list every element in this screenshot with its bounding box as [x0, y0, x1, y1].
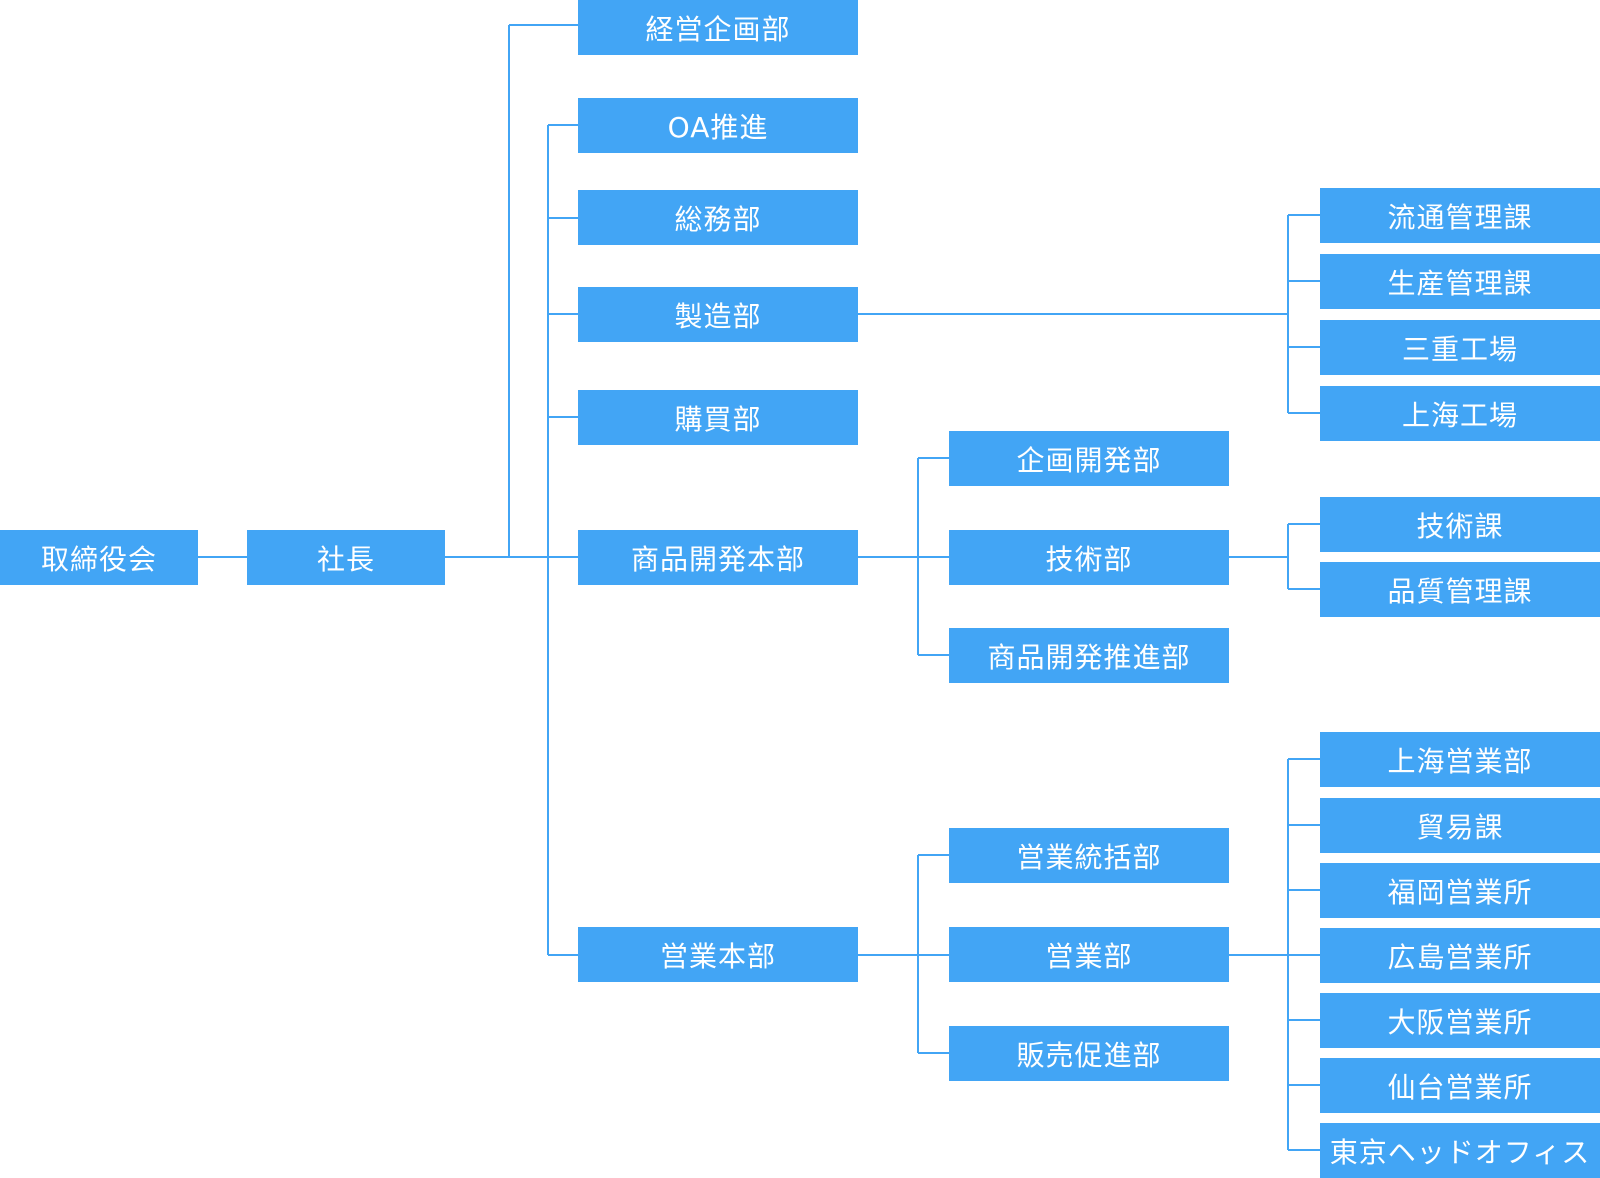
- sales-office-label: 上海営業部: [1387, 744, 1533, 778]
- sales-dept-label: 営業部: [1045, 939, 1133, 973]
- dept-oa-label: OA推進: [667, 110, 769, 144]
- sales-office-label: 大阪営業所: [1387, 1005, 1533, 1039]
- sales-office-box: 仙台営業所: [1320, 1058, 1600, 1113]
- dept-sales-hq-label: 営業本部: [659, 939, 776, 973]
- sales-office-label: 貿易課: [1416, 810, 1504, 844]
- sales-promotion-box: 販売促進部: [949, 1026, 1229, 1081]
- dept-general-affairs-label: 総務部: [674, 202, 762, 236]
- sales-promotion-label: 販売促進部: [1016, 1038, 1162, 1072]
- sales-office-label: 東京ヘッドオフィス: [1329, 1135, 1591, 1169]
- mfg-unit-label: 生産管理課: [1387, 266, 1533, 300]
- pd-planning-dev-label: 企画開発部: [1016, 443, 1162, 477]
- board-box: 取締役会: [0, 530, 198, 585]
- board-label: 取締役会: [40, 542, 157, 576]
- dept-purchasing-box: 購買部: [578, 390, 858, 445]
- pd-planning-dev-box: 企画開発部: [949, 431, 1229, 486]
- dept-general-affairs-box: 総務部: [578, 190, 858, 245]
- president-box: 社長: [247, 530, 445, 585]
- sales-office-label: 仙台営業所: [1387, 1070, 1533, 1104]
- mfg-unit-label: 三重工場: [1401, 332, 1518, 366]
- sales-office-label: 広島営業所: [1387, 940, 1533, 974]
- dept-product-dev-hq-box: 商品開発本部: [578, 530, 858, 585]
- sales-coordination-label: 営業統括部: [1016, 840, 1162, 874]
- sales-coordination-box: 営業統括部: [949, 828, 1229, 883]
- dept-manufacturing-box: 製造部: [578, 287, 858, 342]
- dept-planning-box: 経営企画部: [578, 0, 858, 55]
- sales-office-box: 東京ヘッドオフィス: [1320, 1123, 1600, 1178]
- dept-product-dev-hq-label: 商品開発本部: [630, 542, 805, 576]
- dept-planning-label: 経営企画部: [645, 12, 791, 46]
- tech-unit-label: 技術課: [1416, 509, 1504, 543]
- sales-office-box: 福岡営業所: [1320, 863, 1600, 918]
- tech-unit-box: 品質管理課: [1320, 562, 1600, 617]
- mfg-unit-label: 上海工場: [1401, 398, 1518, 432]
- mfg-unit-box: 流通管理課: [1320, 188, 1600, 243]
- pd-technical-box: 技術部: [949, 530, 1229, 585]
- sales-office-box: 貿易課: [1320, 798, 1600, 853]
- mfg-unit-box: 三重工場: [1320, 320, 1600, 375]
- sales-office-label: 福岡営業所: [1387, 875, 1533, 909]
- pd-promotion-box: 商品開発推進部: [949, 628, 1229, 683]
- mfg-unit-box: 生産管理課: [1320, 254, 1600, 309]
- dept-purchasing-label: 購買部: [674, 402, 762, 436]
- mfg-unit-label: 流通管理課: [1387, 200, 1533, 234]
- sales-office-box: 上海営業部: [1320, 732, 1600, 787]
- tech-unit-label: 品質管理課: [1387, 574, 1533, 608]
- dept-oa-box: OA推進: [578, 98, 858, 153]
- tech-unit-box: 技術課: [1320, 497, 1600, 552]
- president-label: 社長: [316, 542, 375, 576]
- sales-dept-box: 営業部: [949, 927, 1229, 982]
- pd-promotion-label: 商品開発推進部: [987, 640, 1191, 674]
- dept-manufacturing-label: 製造部: [674, 299, 762, 333]
- dept-sales-hq-box: 営業本部: [578, 927, 858, 982]
- pd-technical-label: 技術部: [1045, 542, 1133, 576]
- mfg-unit-box: 上海工場: [1320, 386, 1600, 441]
- sales-office-box: 広島営業所: [1320, 928, 1600, 983]
- sales-office-box: 大阪営業所: [1320, 993, 1600, 1048]
